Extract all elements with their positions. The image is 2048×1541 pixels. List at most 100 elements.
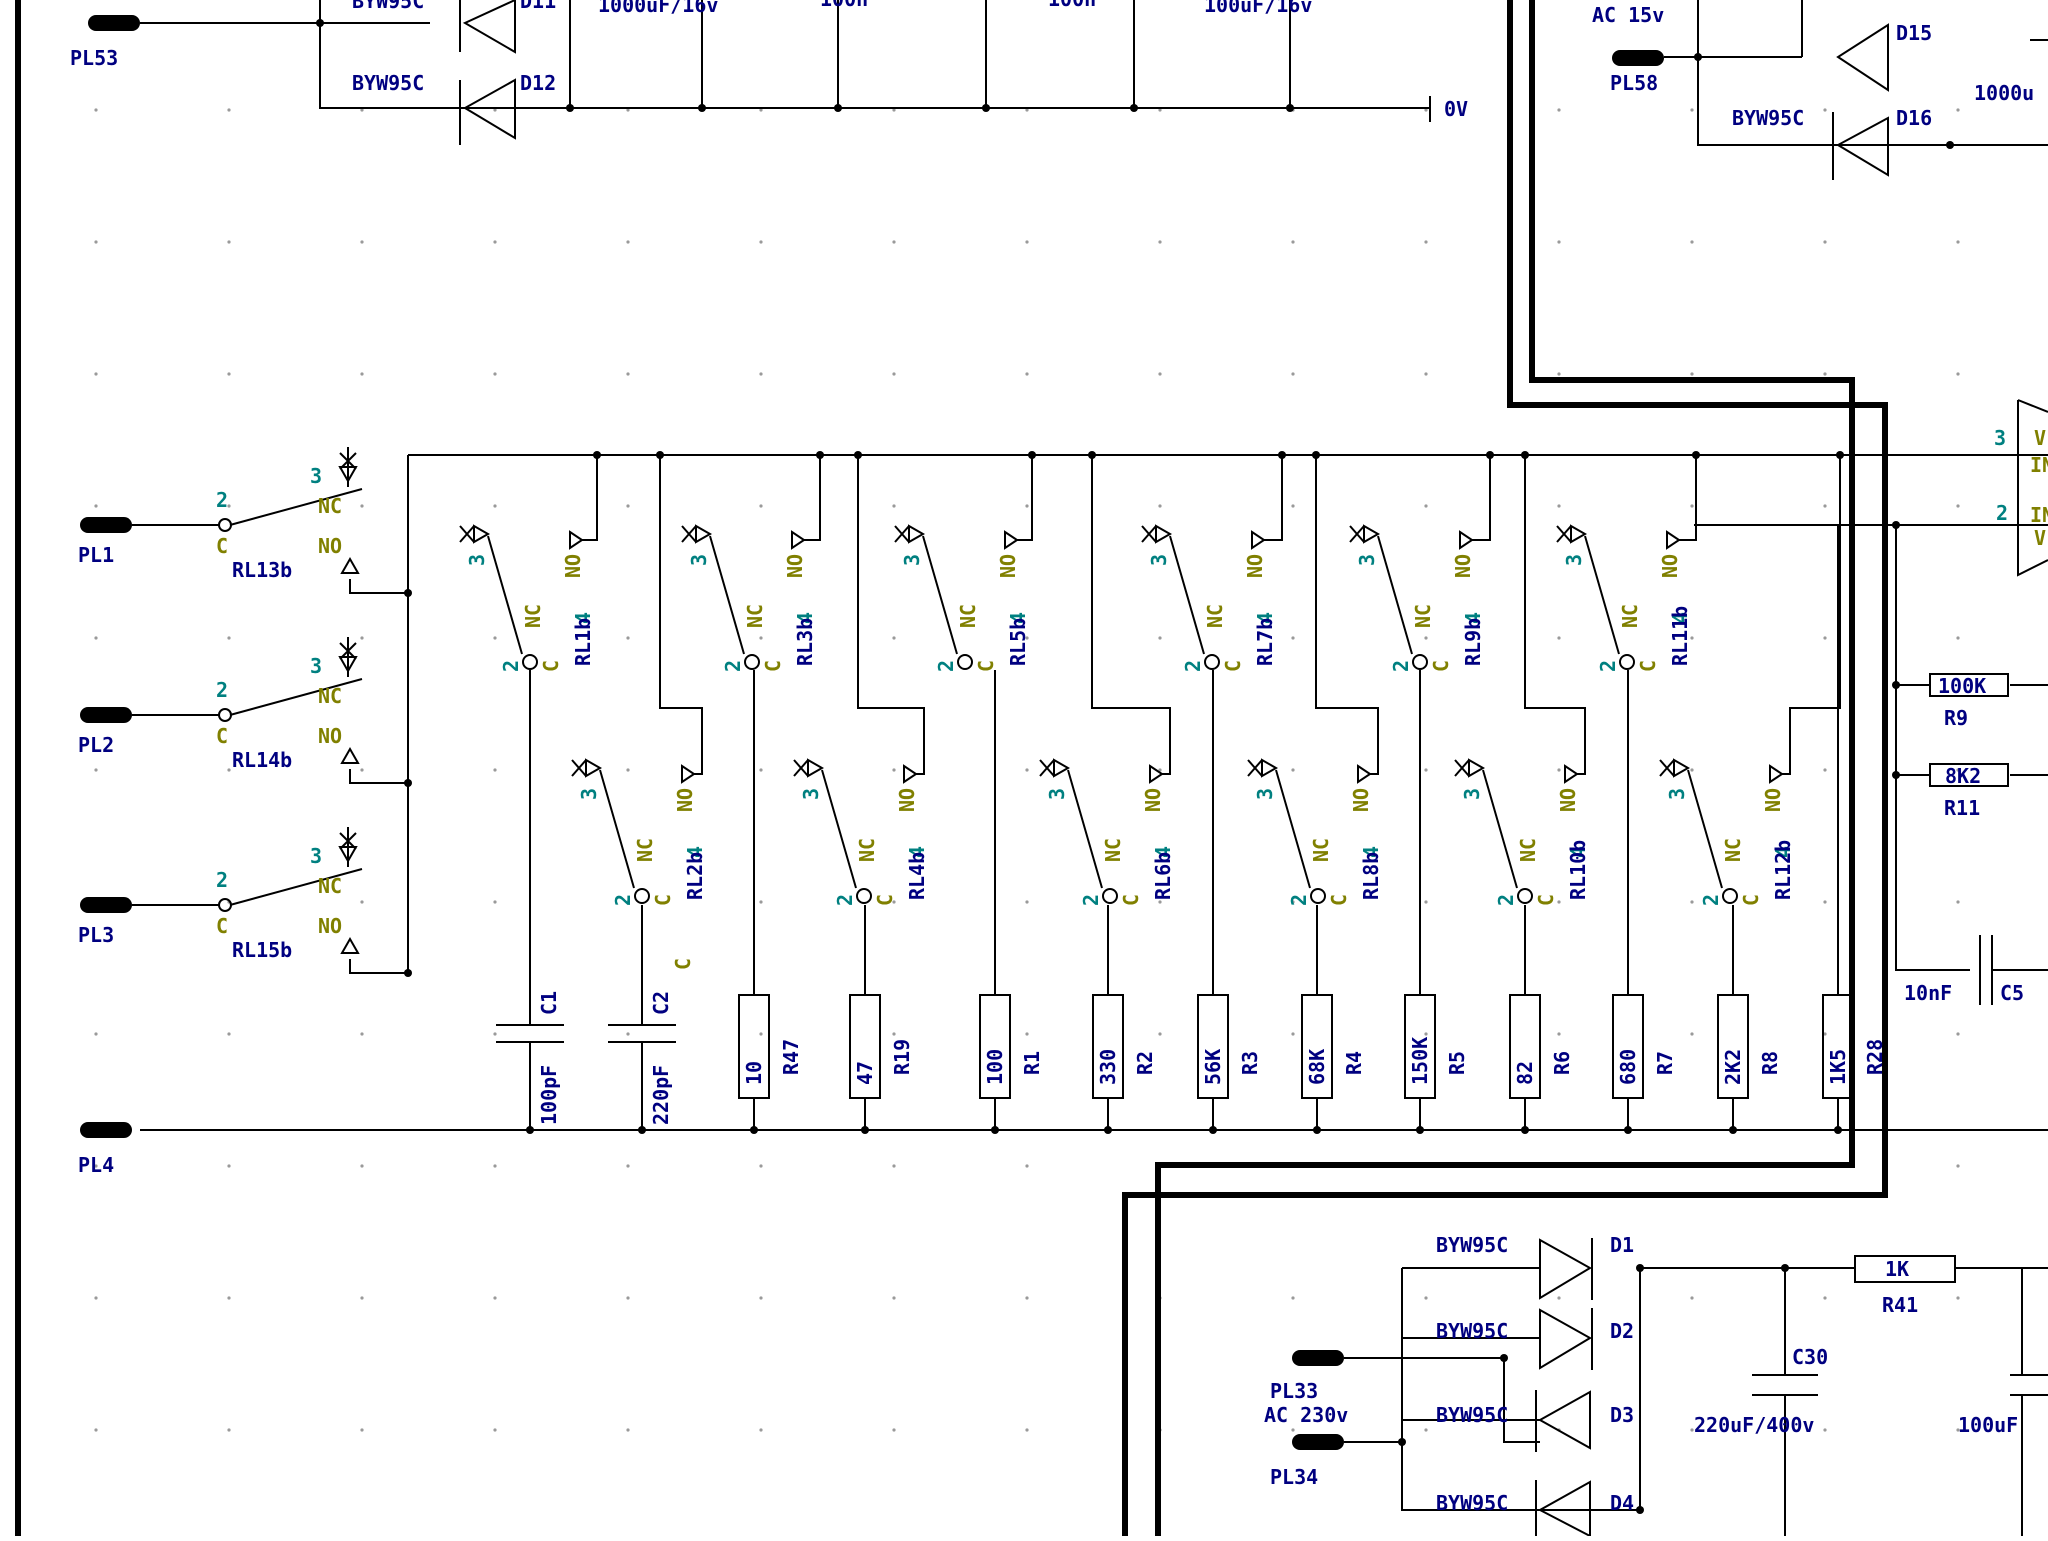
pin-4-label: 4: [1461, 612, 1485, 624]
mains-power-section: BYW95C D1 BYW95C D2 BYW95C D3 BYW95C D4 …: [1264, 1233, 2048, 1538]
pin-no-label: NO: [318, 534, 342, 558]
relay-ref-label: RL10b: [1566, 840, 1590, 900]
r9-label: R9: [1944, 706, 1968, 730]
pin-2-label: 2: [499, 660, 523, 672]
pin-c-label: C: [761, 660, 785, 672]
pin-2-label: 2: [1596, 660, 1620, 672]
load-c2: C2 220pF C: [608, 905, 695, 1134]
pin-nc-label: NC: [633, 838, 657, 862]
resistor-value-label: 680: [1616, 1049, 1640, 1085]
pin-2-label: 2: [1079, 894, 1103, 906]
right-side-section: 100K R9 8K2 R11 10nF C5 3 2 V IN IN V: [1892, 399, 2048, 1005]
pin-nc-label: NC: [521, 604, 545, 628]
resistor-value-label: 330: [1096, 1049, 1120, 1085]
r41-body: [1854, 1255, 1956, 1283]
pin-no-label: NO: [996, 554, 1020, 578]
resistor-ref-label: R19: [890, 1039, 914, 1075]
pin-4-label: 4: [905, 846, 929, 858]
pin-no-label: NO: [318, 914, 342, 938]
relay-ref-label: RL11b: [1668, 606, 1692, 666]
pin-c-label: C: [1429, 660, 1453, 672]
pin-nc-label: NC: [1411, 604, 1435, 628]
resistor-value-label: 100: [983, 1049, 1007, 1085]
resistor-value-label: 82: [1513, 1061, 1537, 1085]
pl34-label: PL34: [1270, 1465, 1318, 1489]
pin-c-label: C: [216, 534, 228, 558]
r11-body: [1929, 763, 2009, 787]
d16-label: D16: [1896, 106, 1932, 130]
d12-part-label: BYW95C: [352, 71, 424, 95]
resistor-body: [1509, 994, 1541, 1099]
pin-3-label: 3: [1045, 788, 1069, 800]
relay-ref-label: RL12b: [1771, 840, 1795, 900]
cap-a-label: 1000uF/16v: [598, 0, 718, 17]
pin-4-label: 4: [793, 612, 817, 624]
cap-value-label: 220pF: [649, 1065, 673, 1125]
pin-4-label: 4: [1359, 846, 1383, 858]
pin-nc-label: NC: [956, 604, 980, 628]
ac230-label: AC 230v: [1264, 1403, 1348, 1427]
zero-v-label: 0V: [1444, 97, 1468, 121]
resistor-value-label: 47: [853, 1061, 877, 1085]
pin-3-label: 3: [577, 788, 601, 800]
c30-label: C30: [1792, 1345, 1828, 1369]
cap-extra-label: C: [671, 958, 695, 970]
resistor-ref-label: R47: [779, 1039, 803, 1075]
r11-label: R11: [1944, 796, 1980, 820]
opamp-body: [2017, 399, 2048, 577]
pin-nc-label: NC: [318, 874, 342, 898]
pin-3-label: 3: [310, 844, 322, 868]
pin-2-label: 2: [216, 678, 228, 702]
pin-c-label: C: [651, 894, 675, 906]
pin-c-label: C: [1327, 894, 1351, 906]
pin-no-label: NO: [561, 554, 585, 578]
r41-label: R41: [1882, 1293, 1918, 1317]
resistor-body: [1301, 994, 1333, 1099]
r9-value: 100K: [1938, 674, 1986, 698]
relay-ref-label: RL1b: [571, 618, 595, 666]
item-b-label: 100n: [820, 0, 868, 11]
opamp-in-bot: IN: [2030, 503, 2048, 527]
cap-value-label: 100pF: [537, 1065, 561, 1125]
resistor-ref-label: R6: [1550, 1051, 1574, 1075]
pin-3-label: 3: [1562, 554, 1586, 566]
opamp-pin2: 2: [1996, 501, 2008, 525]
pin-3-label: 3: [799, 788, 823, 800]
pin-3-label: 3: [1147, 554, 1171, 566]
pl53-pad: [88, 15, 140, 31]
selector-relays: NCNOC234RL1bNCNOC234RL2bNCNOC234RL3bNCNO…: [459, 451, 1844, 906]
pin-nc-label: NC: [1309, 838, 1333, 862]
resistor-body: [1822, 994, 1854, 1099]
load-c1: C1 100pF: [496, 670, 564, 1134]
pin-c-label: C: [873, 894, 897, 906]
pl58-label: PL58: [1610, 71, 1658, 95]
load-r6: 82 R6: [1509, 905, 1574, 1134]
cap2-value: 100uF: [1958, 1413, 2018, 1437]
pl34-pad: [1292, 1434, 1344, 1450]
input-relays: PL1RL13b23CNCNOPL2RL14b23CNCNOPL3RL15b23…: [78, 447, 412, 977]
pl58-pad: [1612, 50, 1664, 66]
pin-no-label: NO: [1556, 788, 1580, 812]
cap-ref-label: C2: [649, 991, 673, 1015]
opamp-in-top: IN: [2030, 453, 2048, 477]
input-relay-label: RL15b: [232, 938, 292, 962]
pin-2-label: 2: [1494, 894, 1518, 906]
c5-value: 10nF: [1904, 981, 1952, 1005]
resistor-value-label: 10: [742, 1061, 766, 1085]
pl4-label: PL4: [78, 1153, 114, 1177]
d2-label: D2: [1610, 1319, 1634, 1343]
resistor-body: [1404, 994, 1436, 1099]
pin-2-label: 2: [1181, 660, 1205, 672]
item-c-label: 100n: [1048, 0, 1096, 11]
input-relay-label: RL13b: [232, 558, 292, 582]
cap-ref-label: C1: [537, 991, 561, 1015]
pin-3-label: 3: [310, 464, 322, 488]
